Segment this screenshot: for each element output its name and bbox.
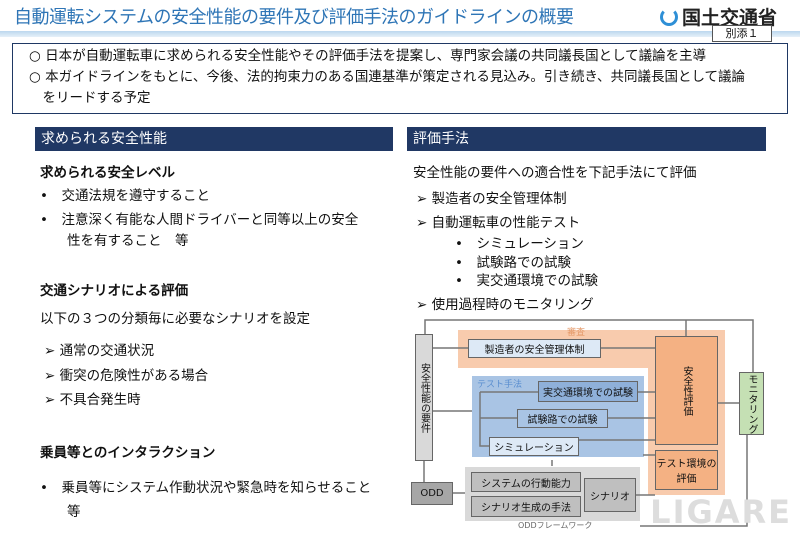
safety-evaluation-box: 安全性評価 xyxy=(655,336,718,445)
odd-framework-label: ODDフレームワーク xyxy=(518,521,593,530)
list-item: ➢ 使用過程時のモニタリング xyxy=(416,297,594,313)
list-item: 等 xyxy=(40,504,81,520)
simulation-box: シミュレーション xyxy=(489,437,579,456)
audit-label: 審査 xyxy=(567,328,586,338)
odd-box: ODD xyxy=(411,482,453,505)
list-item: • 試験路での試験 xyxy=(455,255,571,271)
page-title: 自動運転システムの安全性能の要件及び評価手法のガイドラインの概要 xyxy=(14,7,574,28)
list-item: • 実交通環境での試験 xyxy=(455,273,598,289)
section-title: 交通シナリオによる評価 xyxy=(40,283,189,299)
real-traffic-test-box: 実交通環境での試験 xyxy=(538,381,638,402)
list-item: • 注意深く有能な人間ドライバーと同等以上の安全 xyxy=(40,212,359,228)
manufacturer-safety-box: 製造者の安全管理体制 xyxy=(468,339,601,358)
section-desc: 安全性能の要件への適合性を下記手法にて評価 xyxy=(413,165,697,181)
section-desc: 以下の３つの分類毎に必要なシナリオを設定 xyxy=(40,311,310,327)
title-underline xyxy=(0,31,800,37)
list-item: ➢ 不具合発生時 xyxy=(44,392,141,408)
logo-icon xyxy=(660,8,678,26)
section-title: 求められる安全レベル xyxy=(40,165,175,181)
test-environment-box: テスト環境の評価 xyxy=(655,450,718,490)
summary-line: ○ 日本が自動運転車に求められる安全性能やその評価手法を提案し、専門家会議の共同… xyxy=(29,48,707,64)
scenario-box: シナリオ xyxy=(584,478,636,512)
mlit-logo: 国土交通省 xyxy=(660,3,777,30)
test-track-box: 試験路での試験 xyxy=(517,409,608,428)
watermark: LIGARE xyxy=(650,493,792,531)
summary-line: をリードする予定 xyxy=(29,90,151,106)
list-item: ➢ 通常の交通状況 xyxy=(44,343,155,359)
list-item: • シミュレーション xyxy=(455,236,584,252)
scenario-generation-box: シナリオ生成の手法 xyxy=(471,496,581,517)
logo-text: 国土交通省 xyxy=(682,7,778,29)
list-item: 性を有すること 等 xyxy=(40,233,189,249)
summary-box: ○ 日本が自動運転車に求められる安全性能やその評価手法を提案し、専門家会議の共同… xyxy=(12,43,788,114)
safety-requirements-box: 安全性能の要件 xyxy=(415,334,433,461)
section-title: 乗員等とのインタラクション xyxy=(40,445,216,461)
list-item: • 交通法規を遵守すること xyxy=(40,188,210,204)
left-section-header: 求められる安全性能 xyxy=(35,127,393,151)
system-capability-box: システムの行動能力 xyxy=(471,472,581,492)
list-item: ➢ 製造者の安全管理体制 xyxy=(416,191,567,207)
right-section-header: 評価手法 xyxy=(407,127,766,151)
list-item: ➢ 衝突の危険性がある場合 xyxy=(44,368,209,384)
monitoring-box: モニタリング xyxy=(739,372,764,435)
list-item: ➢ 自動運転車の性能テスト xyxy=(416,215,581,231)
annex-label: 別添１ xyxy=(712,25,772,42)
summary-line: ○ 本ガイドラインをもとに、今後、法的拘束力のある国連基準が策定される見込み。引… xyxy=(29,69,746,85)
test-method-label: テスト手法 xyxy=(477,380,523,390)
list-item: • 乗員等にシステム作動状況や緊急時を知らせること xyxy=(40,480,372,496)
